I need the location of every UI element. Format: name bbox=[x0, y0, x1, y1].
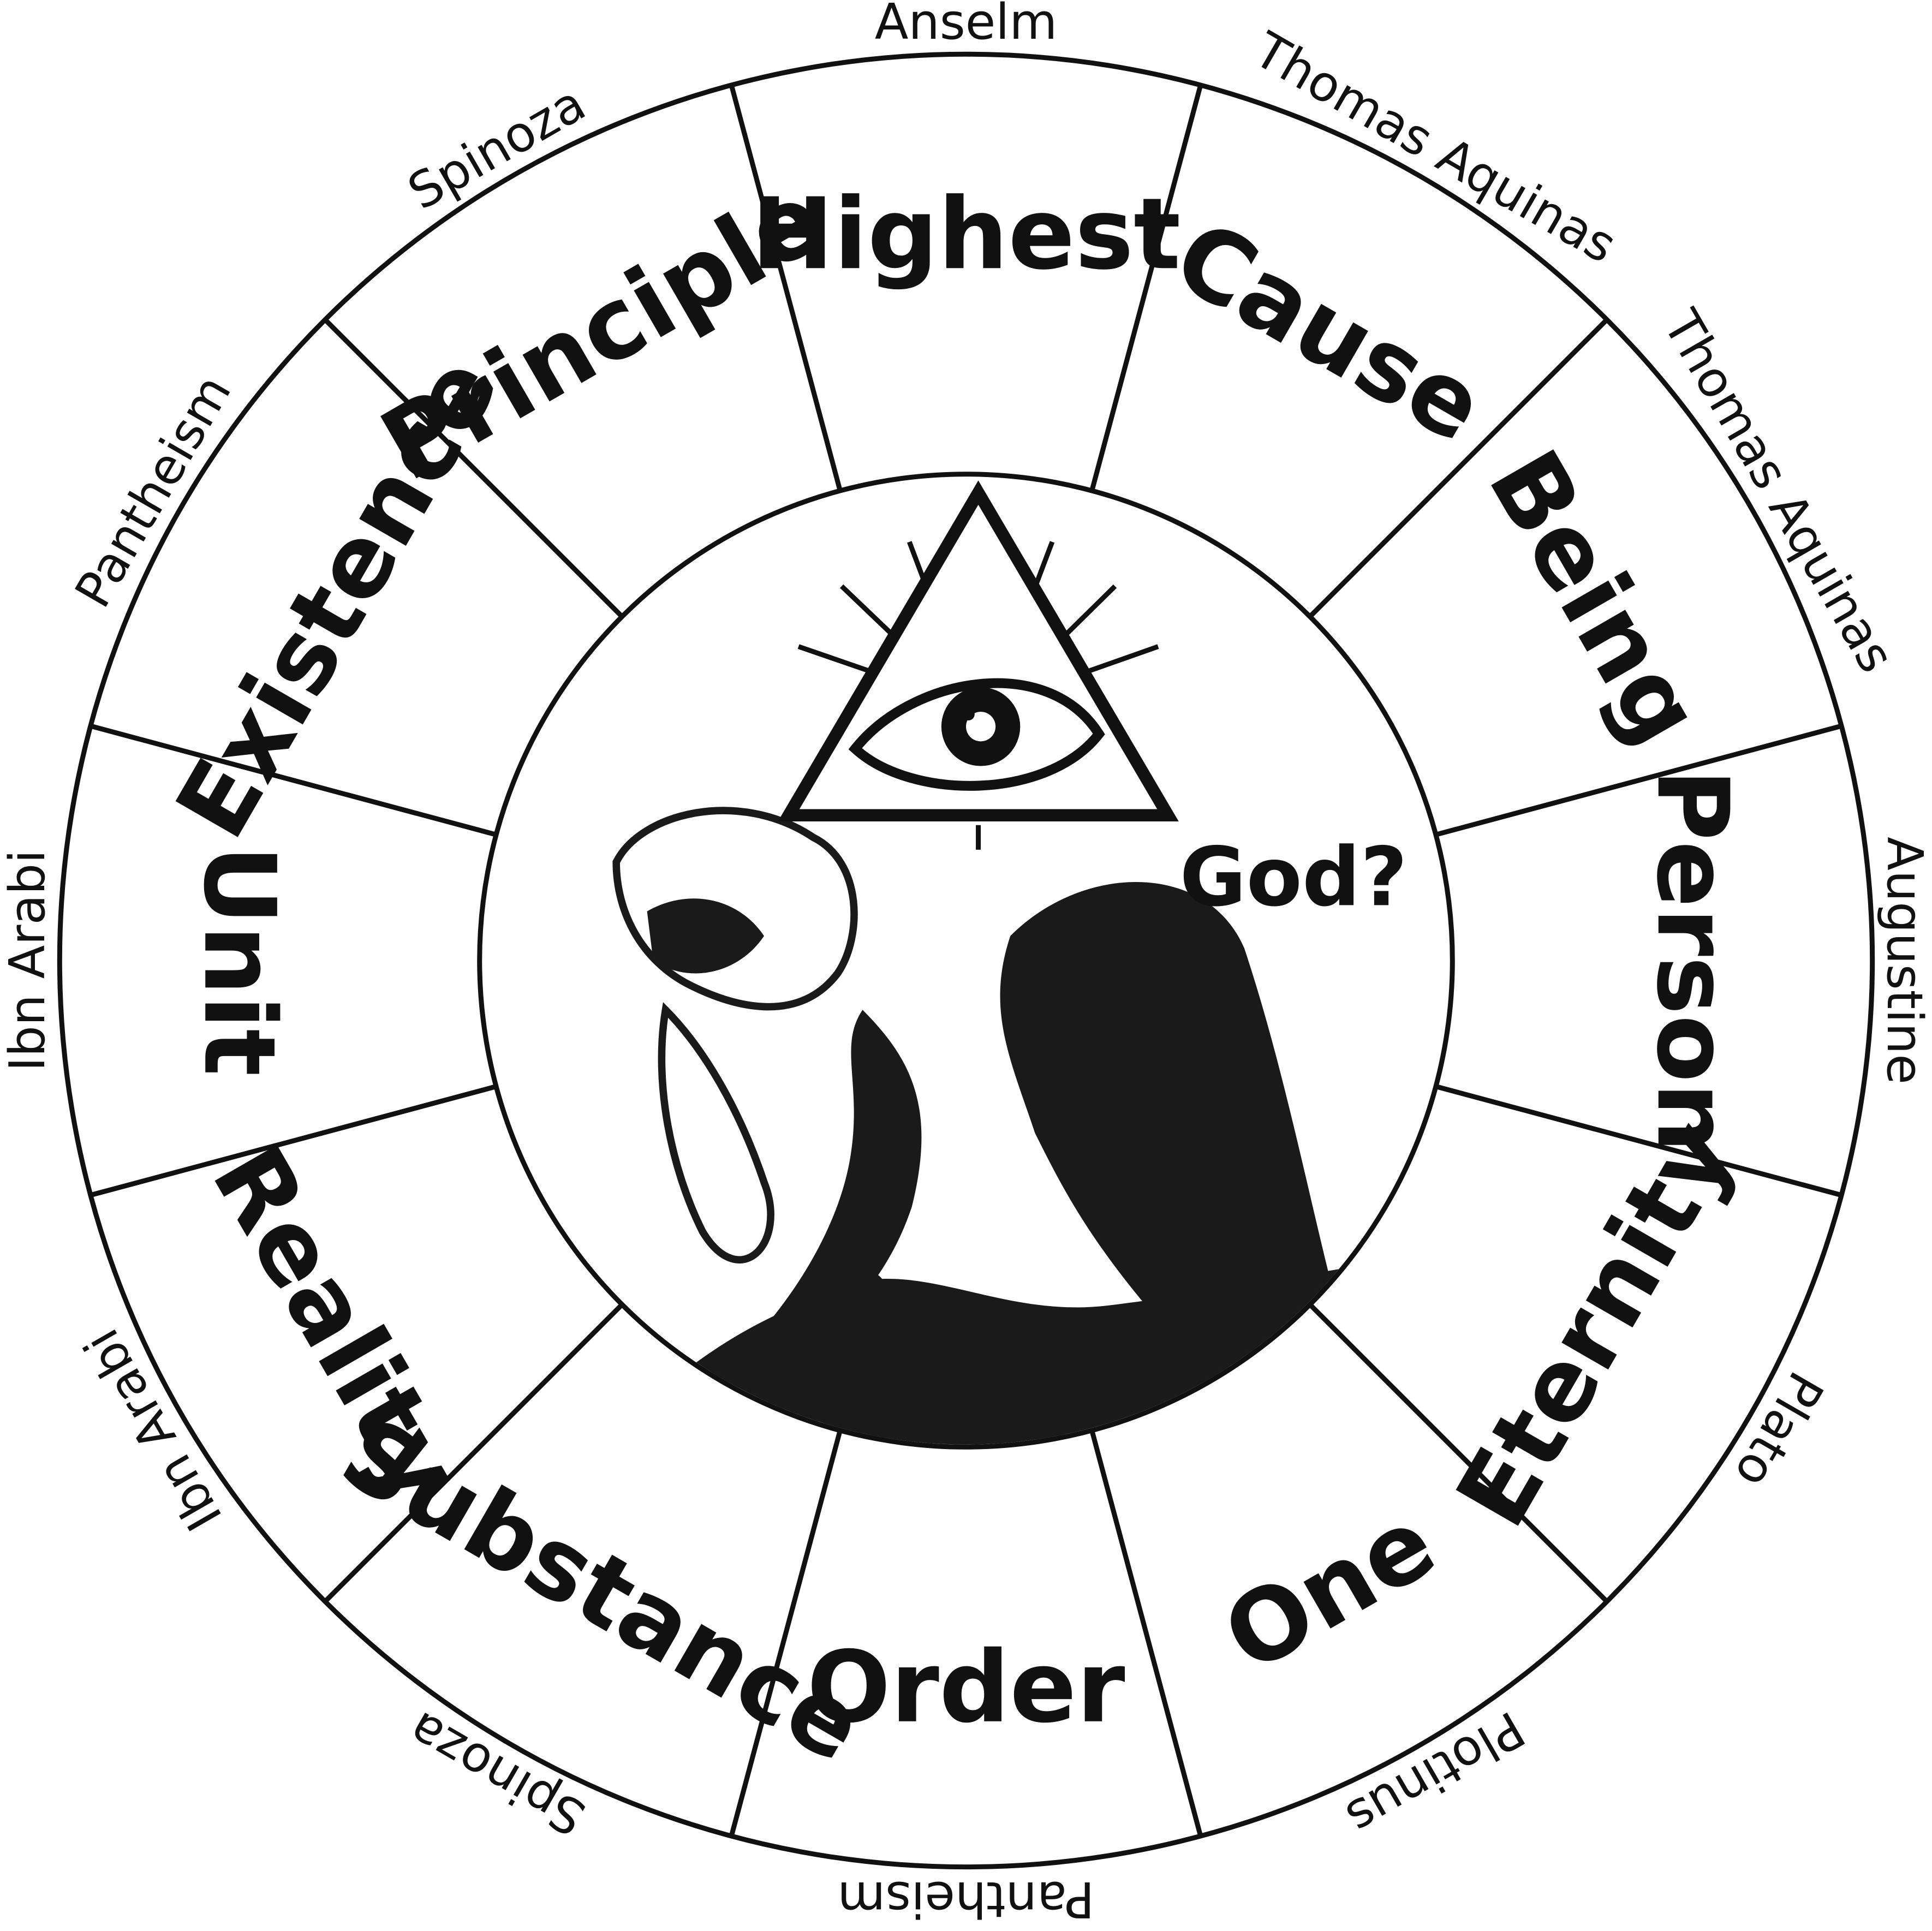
segment-divider bbox=[1308, 1303, 1609, 1604]
segment-divider bbox=[90, 723, 497, 837]
concept-label: Person bbox=[1635, 768, 1750, 1153]
thinker-silhouette-icon bbox=[482, 807, 1450, 1445]
segment-divider bbox=[1089, 84, 1203, 492]
segment-divider bbox=[1435, 723, 1842, 837]
segment-divider bbox=[1089, 1429, 1203, 1837]
outer-circle bbox=[57, 51, 1875, 1870]
thinker-label: Thomas Aquinas bbox=[1244, 21, 1626, 275]
center-label: God? bbox=[1179, 830, 1408, 925]
segment-divider bbox=[323, 1303, 624, 1604]
segment-divider bbox=[1308, 318, 1609, 618]
thinker-label: Pantheism bbox=[838, 1870, 1095, 1928]
eye-of-providence-icon bbox=[778, 480, 1179, 850]
concept-label: Being bbox=[1466, 432, 1725, 763]
thinker-label: Augustine bbox=[1876, 837, 1932, 1084]
concept-label: Highest bbox=[752, 176, 1181, 291]
wheel-lines bbox=[57, 51, 1875, 1870]
concept-label: Order bbox=[807, 1630, 1125, 1745]
concept-label: Reality bbox=[190, 1127, 484, 1521]
segment-divider bbox=[729, 84, 843, 492]
segment-divider bbox=[323, 318, 624, 618]
thinker-label: Thomas Aquinas bbox=[1652, 300, 1905, 682]
thinker-label: Pantheism bbox=[64, 366, 242, 617]
center-illustration: God? bbox=[482, 480, 1450, 1445]
concept-label: Unit bbox=[182, 845, 297, 1076]
segment-divider bbox=[729, 1429, 843, 1837]
thinker-label: Anselm bbox=[875, 0, 1057, 51]
thinker-label: Ibn Arabi bbox=[0, 850, 56, 1071]
concept-label: One bbox=[1205, 1485, 1454, 1695]
thinker-label: Ibn Arabi bbox=[73, 1319, 234, 1540]
concept-label: Cause bbox=[1156, 198, 1503, 465]
segment-divider bbox=[90, 1084, 497, 1198]
segment-divider bbox=[1435, 1084, 1842, 1198]
inner-circle bbox=[477, 472, 1455, 1450]
